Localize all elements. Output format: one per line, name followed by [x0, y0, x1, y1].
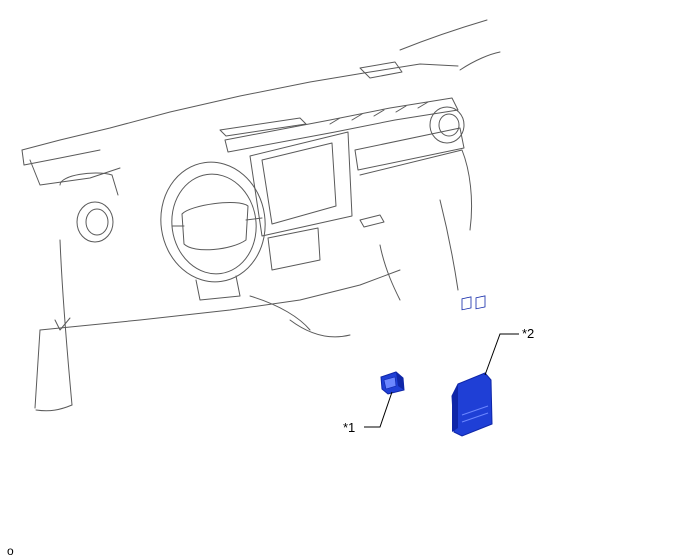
- right-round-vent-outer: [429, 106, 465, 144]
- dash-left-edge: [21, 149, 101, 166]
- console-left: [249, 295, 311, 331]
- leader-line-2: [484, 333, 519, 376]
- dash-left-lower: [29, 159, 121, 186]
- steering-wheel-rim-inner: [171, 173, 257, 275]
- defrost-vent-right: [359, 61, 403, 79]
- windshield-line: [399, 19, 488, 51]
- a-pillar-line: [459, 51, 501, 71]
- steering-wheel-hub: [181, 202, 249, 251]
- center-trim: [354, 127, 465, 171]
- part-1-switch: [380, 371, 405, 395]
- leader-line-1: [364, 391, 393, 428]
- defrost-vent-left: [219, 117, 307, 137]
- left-floor-line: [35, 404, 73, 412]
- left-hood: [59, 172, 119, 196]
- lower-dash-line: [39, 269, 401, 331]
- display-bezel: [249, 131, 353, 237]
- part-2-bracket: [451, 295, 493, 437]
- corner-mark: o: [7, 544, 14, 558]
- right-round-vent-inner: [438, 113, 460, 137]
- left-round-vent-outer: [76, 201, 114, 243]
- glovebox-edge: [379, 244, 401, 301]
- left-round-vent-inner: [85, 208, 109, 236]
- dash-top-outline: [21, 63, 459, 151]
- right-kick-panel: [439, 199, 459, 291]
- steering-wheel-rim-outer: [160, 161, 266, 283]
- hood-release: [54, 317, 71, 331]
- left-side-trim: [59, 239, 73, 406]
- glovebox-handle: [359, 214, 385, 228]
- climate-panel: [267, 227, 321, 271]
- left-door-edge: [34, 329, 41, 409]
- steering-column: [195, 275, 241, 301]
- display-screen: [261, 142, 337, 225]
- steering-wheel-spokes: [171, 217, 263, 227]
- console-front: [289, 319, 351, 338]
- callout-label-2: *2: [522, 326, 535, 341]
- callout-label-1: *1: [343, 420, 356, 435]
- passenger-dash-contour: [359, 149, 473, 231]
- center-upper-panel: [224, 97, 459, 153]
- center-vent-louvres: [329, 101, 429, 125]
